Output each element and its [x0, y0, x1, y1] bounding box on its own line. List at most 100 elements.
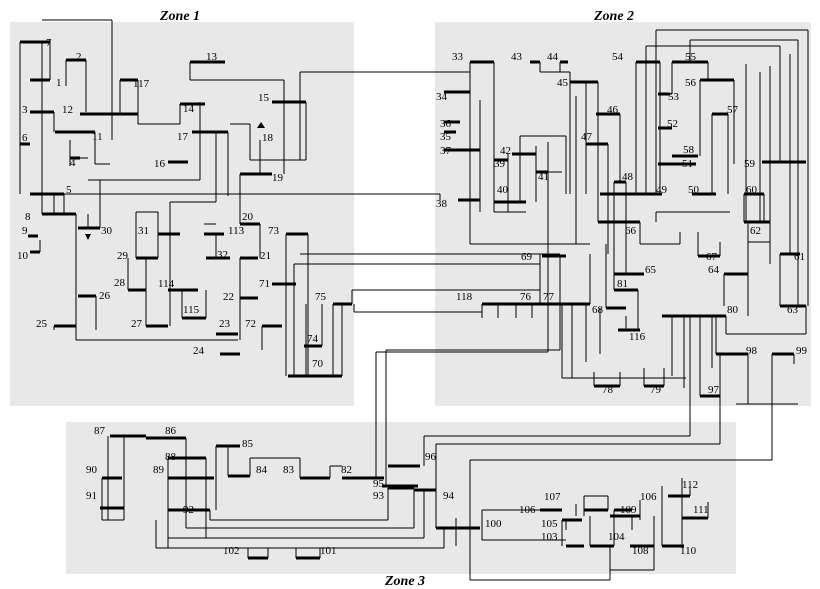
bus-label-107: 107	[544, 491, 561, 503]
bus-label-81: 81	[617, 278, 628, 290]
bus-label-99: 99	[796, 345, 808, 357]
bus-label-41: 41	[538, 171, 549, 183]
bus-label-17: 17	[177, 131, 189, 143]
bus-label-35: 35	[440, 131, 452, 143]
bus-label-11: 11	[92, 131, 103, 143]
bus-label-59: 59	[744, 158, 756, 170]
bus-label-57: 57	[727, 104, 739, 116]
bus-label-104: 104	[608, 531, 625, 543]
bus-label-51: 51	[682, 158, 693, 170]
bus-label-98: 98	[746, 345, 758, 357]
bus-label-105: 105	[541, 518, 558, 530]
bus-label-106: 106	[519, 504, 536, 516]
bus-label-86: 86	[165, 425, 177, 437]
load-arrow-30	[85, 234, 91, 240]
bus-label-106: 106	[640, 491, 657, 503]
bus-label-111: 111	[693, 504, 709, 516]
bus-label-71: 71	[259, 278, 270, 290]
zone2-area	[435, 22, 811, 406]
bus-label-42: 42	[500, 145, 511, 157]
bus-label-66: 66	[625, 225, 637, 237]
bus-label-62: 62	[750, 225, 761, 237]
bus-label-12: 12	[62, 104, 73, 116]
bus-label-97: 97	[708, 384, 720, 396]
bus-label-46: 46	[607, 104, 619, 116]
bus-label-33: 33	[452, 51, 464, 63]
bus-label-23: 23	[219, 318, 231, 330]
bus-label-110: 110	[680, 545, 697, 557]
bus-label-68: 68	[592, 304, 604, 316]
bus-label-52: 52	[667, 118, 678, 130]
bus-label-80: 80	[727, 304, 739, 316]
bus-label-49: 49	[656, 184, 668, 196]
bus-label-92: 92	[183, 504, 194, 516]
bus-label-56: 56	[685, 77, 697, 89]
bus-label-103: 103	[541, 531, 558, 543]
bus-label-38: 38	[436, 198, 448, 210]
bus-label-54: 54	[612, 51, 624, 63]
zone1-title: Zone 1	[159, 9, 200, 24]
bus-label-7: 7	[46, 37, 52, 49]
bus-label-47: 47	[581, 131, 593, 143]
bus-label-10: 10	[17, 250, 29, 262]
bus-label-118: 118	[456, 291, 473, 303]
bus-label-50: 50	[688, 184, 700, 196]
bus-label-112: 112	[682, 479, 698, 491]
bus-label-82: 82	[341, 464, 352, 476]
bus-label-2: 2	[76, 51, 82, 63]
bus-label-45: 45	[557, 77, 569, 89]
bus-label-40: 40	[497, 184, 509, 196]
bus-label-6: 6	[22, 132, 28, 144]
zone3-title: Zone 3	[384, 574, 425, 589]
bus-label-78: 78	[602, 384, 614, 396]
bus-label-101: 101	[320, 545, 337, 557]
bus-label-73: 73	[268, 225, 280, 237]
bus-label-37: 37	[440, 145, 452, 157]
bus-label-88: 88	[165, 451, 177, 463]
bus-label-21: 21	[260, 250, 271, 262]
bus-label-4: 4	[70, 157, 76, 169]
bus-label-114: 114	[158, 278, 175, 290]
bus-label-69: 69	[521, 251, 533, 263]
bus-label-55: 55	[685, 51, 697, 63]
bus-label-64: 64	[708, 264, 720, 276]
bus-label-72: 72	[245, 318, 256, 330]
bus-label-61: 61	[794, 251, 805, 263]
bus-label-25: 25	[36, 318, 48, 330]
bus-label-115: 115	[183, 304, 200, 316]
bus-label-58: 58	[683, 144, 695, 156]
bus-label-93: 93	[373, 490, 385, 502]
bus-label-32: 32	[217, 249, 228, 261]
bus-label-24: 24	[193, 345, 205, 357]
bus-label-87: 87	[94, 425, 106, 437]
bus-label-96: 96	[425, 451, 437, 463]
bus-label-77: 77	[543, 291, 555, 303]
bus-label-43: 43	[511, 51, 523, 63]
bus-label-113: 113	[228, 225, 245, 237]
bus-label-67: 67	[706, 251, 718, 263]
bus-label-34: 34	[436, 91, 448, 103]
bus-label-22: 22	[223, 291, 234, 303]
bus-label-13: 13	[206, 51, 218, 63]
bus-label-63: 63	[787, 304, 799, 316]
bus-label-20: 20	[242, 211, 254, 223]
bus-label-48: 48	[622, 171, 634, 183]
bus-label-76: 76	[520, 291, 532, 303]
bus-label-79: 79	[650, 384, 662, 396]
bus-label-102: 102	[223, 545, 240, 557]
bus-label-9: 9	[22, 225, 28, 237]
bus-label-44: 44	[547, 51, 559, 63]
transmission-lines	[19, 19, 809, 581]
bus-label-18: 18	[262, 132, 274, 144]
bus-label-74: 74	[307, 333, 319, 345]
bus-label-94: 94	[443, 490, 455, 502]
bus-label-39: 39	[494, 158, 506, 170]
bus-label-1: 1	[56, 77, 62, 89]
bus-label-26: 26	[99, 290, 111, 302]
bus-label-89: 89	[153, 464, 165, 476]
bus-label-95: 95	[373, 478, 385, 490]
bus-label-70: 70	[312, 358, 324, 370]
